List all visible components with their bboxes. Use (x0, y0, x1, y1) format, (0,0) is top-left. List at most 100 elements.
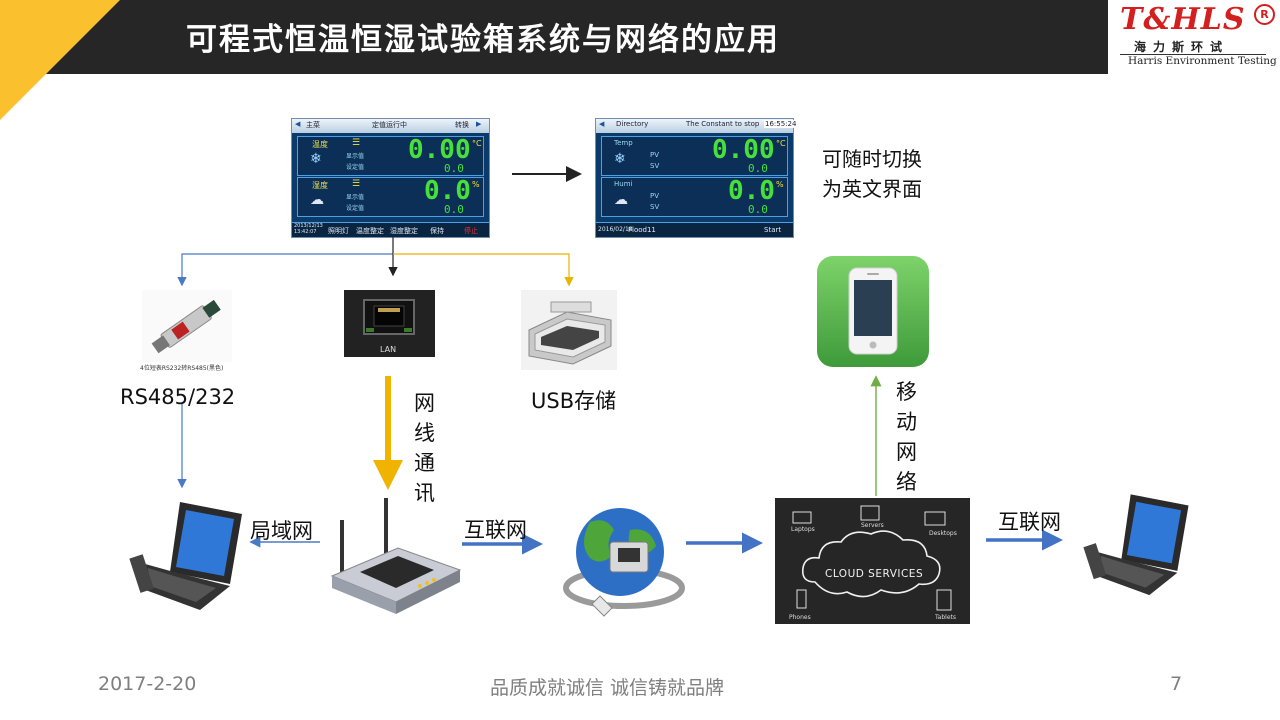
screen-bottombar: 2013/12/13 13:42:07 照明灯 温度整定 湿度整定 保持 停止 (292, 222, 489, 237)
temperature-panel: 温度 ☰ 显示值 设定值 ❄ 0.00 0.0 °C (297, 136, 484, 176)
temp-sv-value: 0.0 (748, 162, 768, 175)
cable-comm-char: 通 (414, 451, 435, 475)
screen-mode: Flood11 (628, 226, 656, 234)
page-title: 可程式恒温恒湿试验箱系统与网络的应用 (186, 22, 780, 58)
sv-label: SV (650, 162, 660, 170)
humi-unit: % (472, 180, 480, 189)
lan-area-label: 局域网 (250, 519, 313, 543)
lan-port-icon: LAN (344, 290, 435, 357)
screen-clock: 16:55:24 (764, 120, 798, 128)
pv-label: PV (650, 151, 660, 159)
logo-divider (1120, 54, 1266, 55)
switch-note-line2: 为英文界面 (822, 177, 922, 201)
screen-menu-label: 主菜 (306, 121, 320, 129)
cable-comm-char: 线 (414, 421, 435, 445)
menu-icon: ☰ (352, 138, 361, 148)
corner-accent (0, 0, 120, 120)
cable-comm-char: 网 (414, 391, 435, 415)
controller-screen-chinese: ◀ 主菜 定值运行中 转换 ▶ 温度 ☰ 显示值 设定值 ❄ 0.00 0.0 … (291, 118, 490, 238)
logo-mark: T&HLS (1120, 2, 1246, 37)
usb-branch-line (393, 253, 574, 287)
forward-arrow-icon: ▶ (476, 120, 482, 128)
humi-unit: % (776, 180, 784, 189)
mobile-network-label: 移 动 网 络 (896, 377, 920, 497)
cloud-servers-label: Servers (861, 522, 884, 529)
humi-pv-value: 0.0 (728, 176, 775, 206)
rs485-label: RS485/232 (120, 385, 236, 409)
mobile-net-char: 移 (896, 380, 917, 404)
mobile-net-char: 络 (896, 470, 917, 494)
humi-set-button[interactable]: 湿度整定 (390, 227, 418, 235)
screen-switch-label: 转换 (455, 121, 469, 129)
screen-menu-label: Directory (616, 120, 649, 128)
controller-screen-english: ◀ Directory The Constant to stop 16:55:2… (595, 118, 798, 238)
temp-label: Temp (614, 139, 633, 147)
cloud-phones-label: Phones (789, 614, 811, 621)
temp-unit: °C (776, 139, 786, 148)
logo-chinese-name: 海力斯环试 (1134, 40, 1230, 54)
screen-bottombar: 2016/02/18 Flood11 Start (596, 222, 793, 237)
page-number: 7 (1170, 673, 1183, 695)
switch-note-line1: 可随时切换 (822, 147, 922, 171)
temp-sv-value: 0.0 (444, 162, 464, 175)
mobile-phone-icon (817, 256, 929, 367)
temp-pv-value: 0.00 (712, 135, 775, 165)
footer-date: 2017-2-20 (98, 673, 197, 695)
temperature-panel: Temp PV SV ❄ 0.00 0.0 °C (601, 136, 788, 176)
usb-label: USB存储 (531, 389, 617, 413)
temp-unit: °C (472, 139, 482, 148)
screen-date: 2013/12/13 (294, 223, 323, 229)
internet-label-2: 互联网 (998, 510, 1061, 534)
snowflake-icon: ❄ (310, 151, 322, 167)
pv-label: 显示值 (346, 194, 365, 201)
screen-status: 定值运行中 (372, 121, 407, 129)
usb-port-icon (521, 290, 617, 370)
screen-date: 2016/02/18 (598, 226, 633, 233)
menu-icon: ☰ (352, 179, 361, 189)
router-icon (330, 498, 462, 614)
back-arrow-icon: ◀ (295, 120, 301, 128)
humidity-panel: 湿度 ☰ 显示值 设定值 ☁ 0.0 0.0 % (297, 177, 484, 217)
cloud-rain-icon: ☁ (310, 192, 324, 208)
screen-topbar: ◀ 主菜 定值运行中 转换 ▶ (292, 119, 489, 133)
mobile-net-char: 动 (896, 410, 917, 434)
header-bar (0, 0, 1280, 74)
rs485-converter-icon (142, 290, 232, 362)
hold-button[interactable]: 保持 (430, 227, 444, 235)
internet-label-1: 互联网 (464, 518, 527, 542)
registered-mark: R (1254, 4, 1275, 25)
screen-time: 13:42:07 (294, 229, 317, 235)
sv-label: 设定值 (346, 205, 365, 212)
humi-pv-value: 0.0 (424, 176, 471, 206)
rs485-branch-line (177, 253, 393, 287)
cloud-laptops-label: Laptops (791, 526, 815, 533)
back-arrow-icon: ◀ (599, 120, 605, 128)
snowflake-icon: ❄ (614, 151, 626, 167)
humi-label: 湿度 (312, 181, 328, 190)
cable-comm-label: 网 线 通 讯 (414, 388, 438, 508)
temp-set-button[interactable]: 温度整定 (356, 227, 384, 235)
mobile-net-char: 网 (896, 440, 917, 464)
cloud-services-board: CLOUD SERVICES Laptops Servers Desktops … (775, 498, 970, 624)
sv-label: SV (650, 203, 660, 211)
pv-label: 显示值 (346, 153, 365, 160)
screen-topbar: ◀ Directory The Constant to stop 16:55:2… (596, 119, 798, 133)
laptop-icon (129, 502, 242, 610)
humi-label: Humi (614, 180, 633, 188)
footer-slogan: 品质成就诚信 诚信铸就品牌 (490, 677, 725, 699)
stop-button[interactable]: 停止 (464, 227, 478, 235)
company-logo: T&HLS R 海力斯环试 Harris Environment Testing (1108, 0, 1280, 74)
laptop-icon (1083, 494, 1189, 596)
pv-label: PV (650, 192, 660, 200)
cloud-desktops-label: Desktops (929, 530, 957, 537)
humidity-panel: Humi PV SV ☁ 0.0 0.0 % (601, 177, 788, 217)
light-button[interactable]: 照明灯 (328, 227, 349, 235)
logo-english-name: Harris Environment Testing (1128, 55, 1277, 67)
humi-sv-value: 0.0 (444, 203, 464, 216)
start-button[interactable]: Start (764, 226, 782, 234)
converter-caption: 4位短表RS232转RS485(黑色) (140, 365, 224, 372)
sv-label: 设定值 (346, 164, 365, 171)
temp-pv-value: 0.00 (408, 135, 471, 165)
humi-sv-value: 0.0 (748, 203, 768, 216)
